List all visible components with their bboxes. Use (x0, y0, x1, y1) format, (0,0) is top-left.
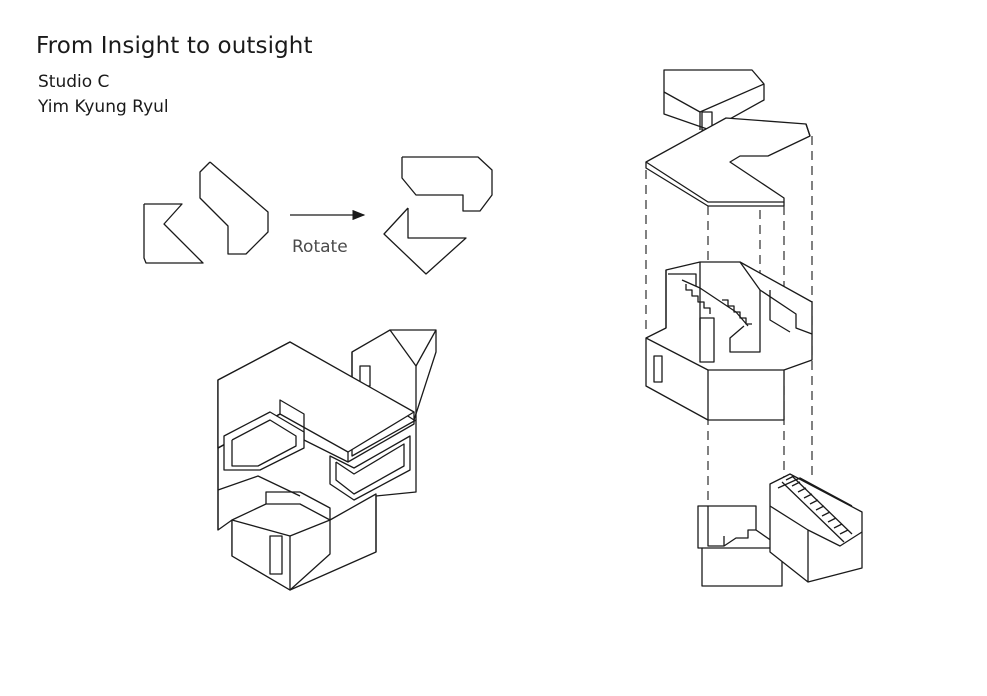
author-name: Yim Kyung Ryul (38, 97, 169, 117)
rotated-shape-top (401, 156, 493, 212)
plan-shape-left (143, 203, 204, 264)
exploded-axonometric (645, 69, 863, 587)
isometric-building (217, 329, 437, 591)
rotate-label: Rotate (292, 237, 348, 257)
plan-shape-right (199, 161, 269, 255)
studio-label: Studio C (38, 72, 110, 92)
rotated-shape-bottom (383, 207, 467, 275)
page-title: From Insight to outsight (36, 33, 313, 59)
